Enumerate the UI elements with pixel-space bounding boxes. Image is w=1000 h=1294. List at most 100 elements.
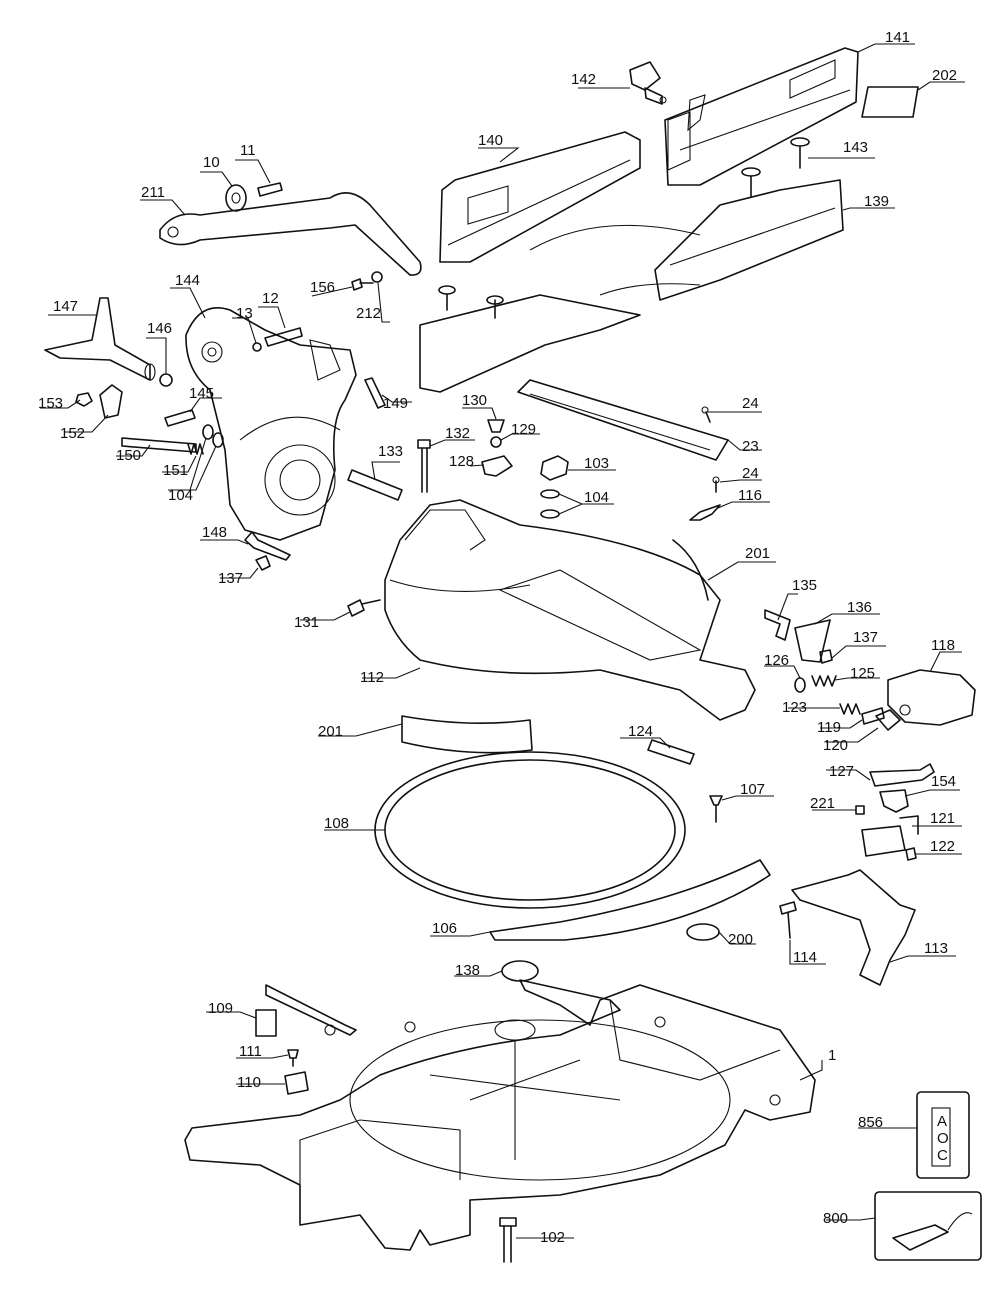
screw-part-137-left bbox=[255, 555, 271, 571]
callout-800: 800 bbox=[823, 1210, 848, 1227]
callout-23: 23 bbox=[742, 438, 759, 455]
callouts: 141 142 202 140 143 139 11 10 211 156 21… bbox=[38, 29, 965, 1246]
bracket-part-110 bbox=[284, 1071, 309, 1095]
lever-arm-part-113 bbox=[791, 869, 916, 986]
base-fence-left bbox=[419, 224, 701, 393]
disc-part-138 bbox=[501, 960, 539, 982]
screw-part-137-right bbox=[819, 649, 833, 664]
callout-144: 144 bbox=[175, 272, 200, 289]
callout-143: 143 bbox=[843, 139, 868, 156]
callout-138: 138 bbox=[455, 962, 480, 979]
ring-part-108 bbox=[374, 751, 686, 909]
lever-part-152 bbox=[99, 384, 123, 419]
handle-part-147 bbox=[44, 297, 156, 381]
rod-part-133 bbox=[347, 469, 403, 501]
upper-guard-part-112 bbox=[384, 499, 756, 721]
knob-part-120 bbox=[875, 709, 901, 731]
lever-part-127 bbox=[869, 763, 935, 787]
callout-149: 149 bbox=[383, 395, 408, 412]
callout-24-upper: 24 bbox=[742, 395, 759, 412]
handle-part-118 bbox=[887, 669, 976, 726]
callout-137-left: 137 bbox=[218, 570, 243, 587]
callout-110: 110 bbox=[237, 1074, 261, 1091]
guard-label-part-201-upper bbox=[672, 539, 709, 601]
callout-10: 10 bbox=[203, 154, 220, 171]
fence-knob-part-142 bbox=[629, 61, 667, 105]
arm-housing-part-144 bbox=[185, 307, 357, 541]
callout-153: 153 bbox=[38, 395, 63, 412]
nut-part-128 bbox=[481, 455, 513, 477]
callout-114: 114 bbox=[793, 949, 817, 966]
disc-part-200 bbox=[686, 923, 720, 941]
callout-108: 108 bbox=[324, 815, 349, 832]
switch-label-c: C bbox=[937, 1147, 948, 1164]
callout-221: 221 bbox=[810, 795, 835, 812]
callout-119: 119 bbox=[817, 719, 841, 736]
washer-part-104-a bbox=[540, 489, 560, 499]
callout-137-right: 137 bbox=[853, 629, 878, 646]
detent-plate-part-106 bbox=[489, 859, 771, 941]
bracket-part-154 bbox=[879, 789, 909, 813]
callout-109: 109 bbox=[208, 1000, 233, 1017]
base-fence-right-part-139 bbox=[654, 179, 844, 301]
throat-plate-part-23 bbox=[517, 379, 729, 461]
callout-202: 202 bbox=[932, 67, 957, 84]
callout-121: 121 bbox=[930, 810, 955, 827]
callout-127: 127 bbox=[829, 763, 854, 780]
screw-part-156 bbox=[351, 278, 374, 291]
bolts-part-143 bbox=[741, 137, 810, 197]
clip-part-116 bbox=[689, 504, 721, 521]
plate-part-136 bbox=[794, 619, 831, 663]
pin-part-149 bbox=[364, 377, 386, 409]
callout-146: 146 bbox=[147, 320, 172, 337]
switch-label-a: A bbox=[937, 1113, 947, 1130]
callout-148: 148 bbox=[202, 524, 227, 541]
callout-124: 124 bbox=[628, 723, 653, 740]
callout-200: 200 bbox=[728, 931, 753, 948]
callout-140: 140 bbox=[478, 132, 503, 149]
screw-part-130 bbox=[487, 419, 505, 433]
callout-132: 132 bbox=[445, 425, 470, 442]
fence-right-part-141 bbox=[664, 47, 859, 186]
callout-129: 129 bbox=[511, 421, 536, 438]
screw-part-221 bbox=[855, 805, 865, 815]
bracket-part-121 bbox=[861, 815, 919, 857]
ring-part-13 bbox=[252, 342, 262, 352]
clip-part-148 bbox=[244, 531, 291, 561]
callout-13: 13 bbox=[236, 305, 253, 322]
callout-104-left: 104 bbox=[168, 487, 193, 504]
bolt-part-11 bbox=[257, 182, 283, 197]
callout-118: 118 bbox=[931, 637, 955, 654]
lock-rod-part-109 bbox=[255, 984, 357, 1037]
callout-856: 856 bbox=[858, 1114, 883, 1131]
washer-part-146 bbox=[159, 373, 173, 387]
callout-128: 128 bbox=[449, 453, 474, 470]
callout-106: 106 bbox=[432, 920, 457, 937]
pin-part-12 bbox=[264, 327, 303, 347]
callout-116: 116 bbox=[738, 487, 762, 504]
screw-part-111 bbox=[287, 1049, 299, 1067]
callout-11: 11 bbox=[240, 142, 256, 159]
callout-102: 102 bbox=[540, 1229, 565, 1246]
sleeve-part-119 bbox=[861, 707, 885, 725]
spring-part-123 bbox=[839, 703, 861, 715]
callout-24-lower: 24 bbox=[742, 465, 759, 482]
callout-211: 211 bbox=[141, 184, 165, 201]
guard-label-part-201-lower bbox=[401, 715, 533, 754]
fence-left-part-140 bbox=[438, 131, 641, 319]
callout-125: 125 bbox=[850, 665, 875, 682]
callout-139: 139 bbox=[864, 193, 889, 210]
callout-136: 136 bbox=[847, 599, 872, 616]
callout-150: 150 bbox=[116, 447, 141, 464]
screws-part-24 bbox=[701, 406, 720, 493]
switch-label-o: O bbox=[937, 1130, 949, 1147]
callout-107: 107 bbox=[740, 781, 765, 798]
callout-113: 113 bbox=[924, 940, 948, 957]
clip-part-135 bbox=[764, 609, 791, 641]
bolt-part-131 bbox=[347, 599, 381, 617]
washer-part-129 bbox=[490, 436, 502, 448]
callout-120: 120 bbox=[823, 737, 848, 754]
callout-135: 135 bbox=[792, 577, 817, 594]
callout-122: 122 bbox=[930, 838, 955, 855]
callout-145: 145 bbox=[189, 385, 214, 402]
